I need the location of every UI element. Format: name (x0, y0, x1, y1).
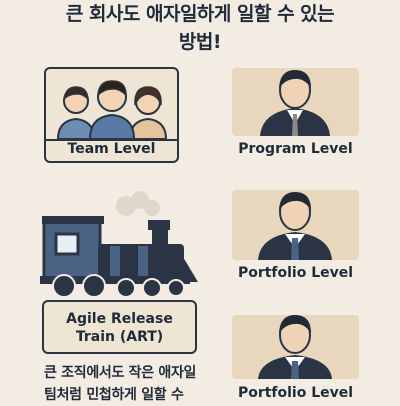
title-line-2: 방법! (178, 31, 222, 53)
portfolio-level-card-2 (232, 315, 359, 379)
art-label-line-2: Train (ART) (75, 329, 164, 345)
steam-train-icon (40, 191, 198, 298)
executive-icon (258, 192, 332, 260)
description-line-1: 큰 조직에서도 작은 애자일 (44, 365, 197, 381)
team-people-icon (56, 80, 168, 140)
description-text: 큰 조직에서도 작은 애자일 팀처럼 민첩하게 일할 수 (44, 362, 224, 406)
portfolio-level-label-2: Portfolio Level (237, 385, 354, 401)
businessman-icon (260, 70, 330, 136)
art-label-line-1: Agile Release (66, 311, 173, 327)
portfolio-level-card (232, 190, 359, 260)
art-label-box: Agile Release Train (ART) (42, 300, 197, 354)
program-level-card (232, 68, 359, 136)
portfolio-level-label: Portfolio Level (237, 265, 354, 281)
title-line-1: 큰 회사도 애자일하게 일할 수 있는 (65, 3, 335, 25)
program-level-label: Program Level (238, 141, 353, 157)
team-level-card: Team Level (44, 67, 179, 163)
team-level-label: Team Level (67, 141, 156, 157)
executive-icon-2 (258, 315, 332, 379)
team-card-divider (46, 139, 177, 141)
description-line-2: 팀처럼 민첩하게 일할 수 (44, 387, 184, 403)
